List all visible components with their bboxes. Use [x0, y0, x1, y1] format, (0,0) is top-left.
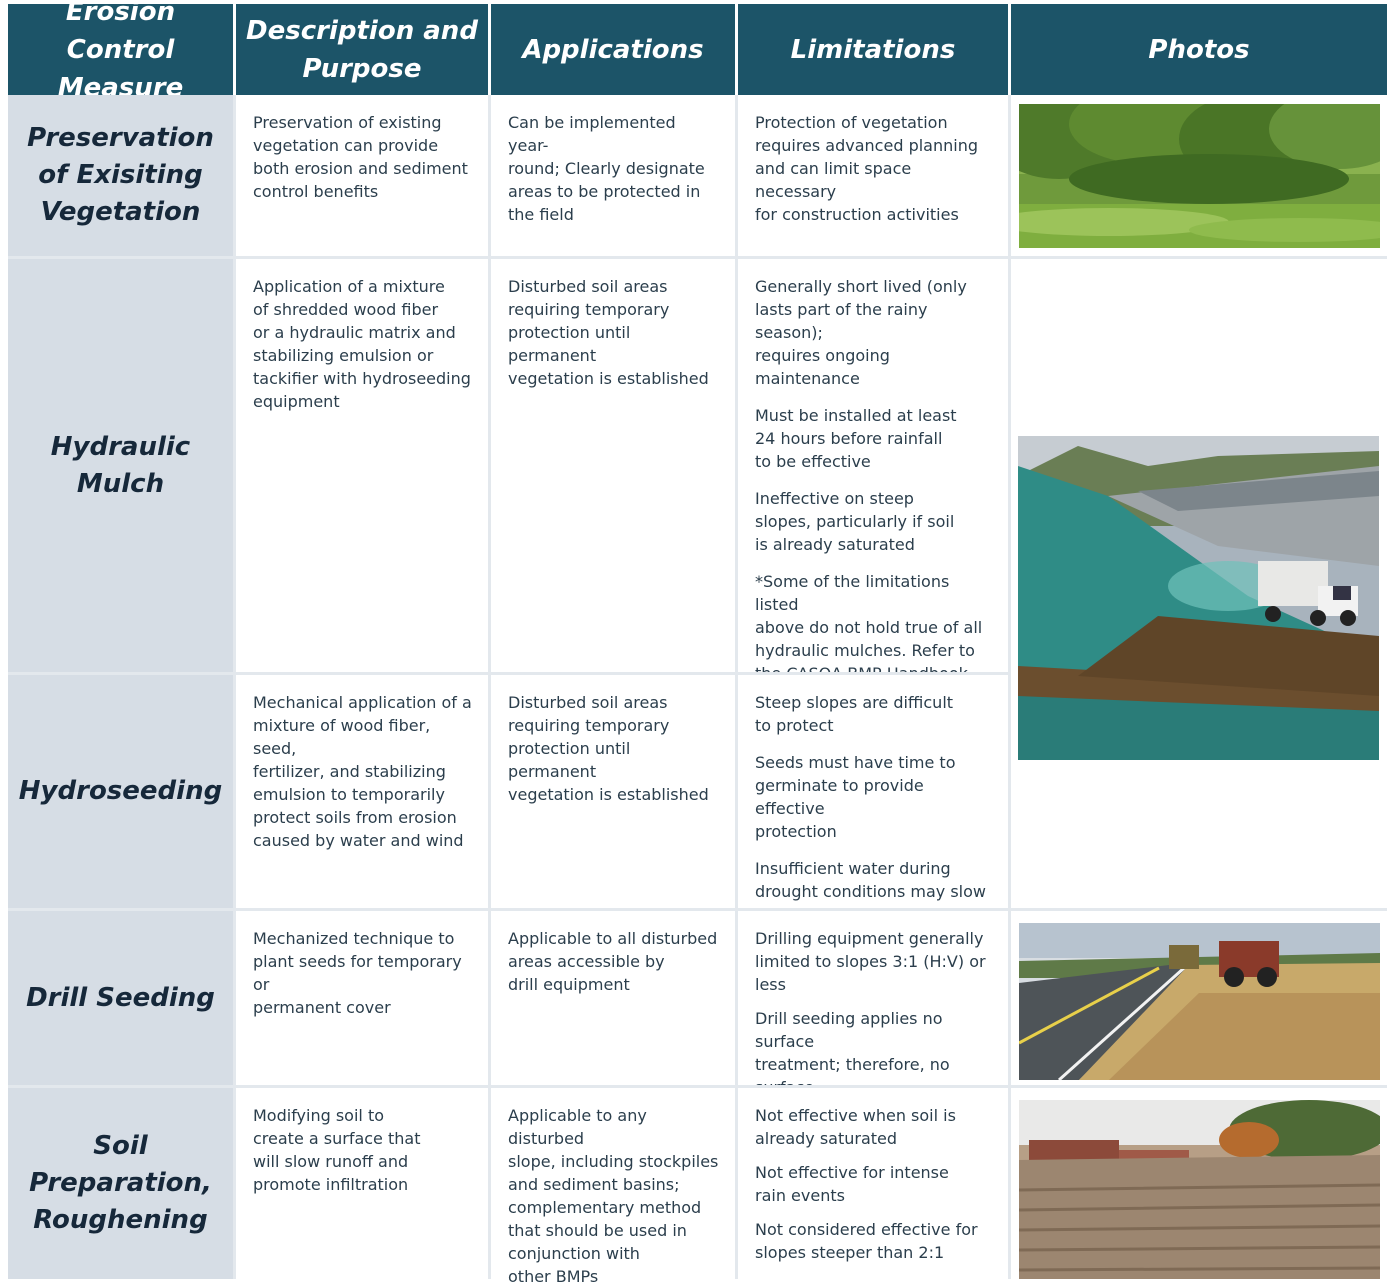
measure-cell-drill-seeding: Drill Seeding: [8, 911, 233, 1085]
photo-drill-seeding-road: [1019, 923, 1380, 1080]
limitations-cell: Protection of vegetation requires advanc…: [738, 95, 1008, 256]
applications-text: Disturbed soil areas requiring temporary…: [508, 693, 709, 804]
description-text: Application of a mixture of shredded woo…: [253, 277, 471, 411]
photo-preserved-vegetation: [1019, 104, 1380, 248]
measure-cell-soil-preparation: Soil Preparation, Roughening: [8, 1088, 233, 1279]
measure-cell-hydraulic-mulch: Hydraulic Mulch: [8, 259, 233, 672]
header-photos-label: Photos: [1148, 34, 1250, 65]
column-divider: [1008, 95, 1011, 1279]
measure-cell-hydroseeding: Hydroseeding: [8, 675, 233, 908]
photo-hydroseeding-truck: [1018, 436, 1379, 760]
header-applications-label: Applications: [522, 34, 704, 65]
measure-label: Preservation of Exisiting Vegetation: [27, 123, 214, 227]
limitation-text: Must be installed at least 24 hours befo…: [755, 406, 957, 471]
description-cell: Mechanized technique to plant seeds for …: [236, 911, 488, 1085]
description-cell: Modifying soil to create a surface that …: [236, 1088, 488, 1279]
row-divider: [8, 1085, 1387, 1088]
header-description: Description and Purpose: [236, 4, 488, 95]
limitation-text: Not considered effective for slopes stee…: [755, 1220, 978, 1262]
description-text: Mechanical application of a mixture of w…: [253, 693, 472, 850]
measure-label: Soil Preparation, Roughening: [29, 1131, 212, 1235]
limitation-text: Seeds must have time to germinate to pro…: [755, 753, 956, 841]
applications-text: Disturbed soil areas requiring temporary…: [508, 277, 709, 388]
column-divider: [488, 95, 491, 1279]
row-divider: [8, 908, 1387, 911]
applications-cell: Can be implemented year- round; Clearly …: [491, 95, 735, 256]
description-text: Preservation of existing vegetation can …: [253, 113, 468, 201]
limitation-text: Protection of vegetation requires advanc…: [755, 113, 978, 224]
description-cell: Application of a mixture of shredded woo…: [236, 259, 488, 672]
header-limitations: Limitations: [738, 4, 1008, 95]
measure-label: Hydroseeding: [18, 776, 223, 806]
limitation-text: Drilling equipment generally limited to …: [755, 929, 986, 994]
measure-label: Drill Seeding: [26, 982, 215, 1013]
row-divider: [8, 256, 1387, 259]
applications-text: Applicable to all disturbed areas access…: [508, 929, 718, 994]
header-measure: Erosion Control Measure: [8, 0, 233, 103]
measure-cell-preservation: Preservation of Exisiting Vegetation: [8, 95, 233, 256]
limitations-cell: Not effective when soil is already satur…: [738, 1088, 1008, 1279]
limitations-cell: Generally short lived (only lasts part o…: [738, 259, 1008, 729]
limitation-text: Not effective for intense rain events: [755, 1163, 949, 1205]
description-cell: Preservation of existing vegetation can …: [236, 95, 488, 256]
limitation-text: Generally short lived (only lasts part o…: [755, 277, 967, 388]
limitations-cell: Steep slopes are difficult to protect Se…: [738, 675, 1011, 947]
limitations-cell: Drilling equipment generally limited to …: [738, 911, 1011, 1166]
header-measure-label: Erosion Control Measure: [57, 0, 184, 103]
description-text: Mechanized technique to plant seeds for …: [253, 929, 462, 1017]
header-limitations-label: Limitations: [790, 34, 956, 65]
header-description-label: Description and Purpose: [246, 15, 478, 84]
column-divider: [233, 95, 236, 1279]
measure-label: Hydraulic Mulch: [50, 431, 191, 499]
limitation-text: Not effective when soil is already satur…: [755, 1106, 956, 1148]
photo-soil-roughening: [1019, 1100, 1380, 1279]
erosion-control-table: Erosion Control Measure Description and …: [8, 0, 1387, 1286]
applications-text: Can be implemented year- round; Clearly …: [508, 113, 705, 224]
row-divider: [8, 672, 1011, 675]
applications-cell: Applicable to any disturbed slope, inclu…: [491, 1088, 735, 1286]
applications-text: Applicable to any disturbed slope, inclu…: [508, 1106, 719, 1286]
description-text: Modifying soil to create a surface that …: [253, 1106, 421, 1194]
applications-cell: Applicable to all disturbed areas access…: [491, 911, 735, 1085]
applications-cell: Disturbed soil areas requiring temporary…: [491, 259, 735, 672]
column-divider: [735, 95, 738, 1279]
limitation-text: Steep slopes are difficult to protect: [755, 693, 954, 735]
header-applications: Applications: [491, 4, 735, 95]
description-cell: Mechanical application of a mixture of w…: [236, 675, 488, 908]
applications-cell: Disturbed soil areas requiring temporary…: [491, 675, 735, 908]
header-photos: Photos: [1011, 4, 1387, 95]
limitation-text: Ineffective on steep slopes, particularl…: [755, 489, 955, 554]
